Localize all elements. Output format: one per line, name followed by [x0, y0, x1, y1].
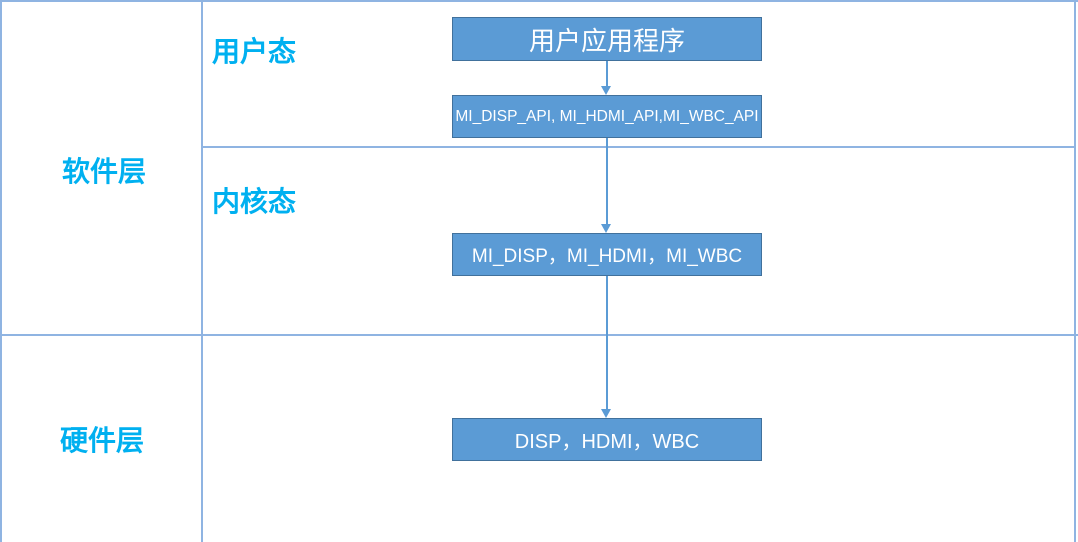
- arrow-userapp-to-api-shaft: [606, 61, 608, 87]
- user-api-node: MI_DISP_API, MI_HDMI_API,MI_WBC_API: [452, 95, 762, 138]
- table-border-top: [0, 0, 1078, 2]
- user-mode-label: 用户态: [212, 36, 297, 67]
- arrow-kernel-to-hardware-shaft: [606, 276, 608, 410]
- label-column-divider-line: [201, 0, 203, 542]
- kernel-modules-node: MI_DISP，MI_HDMI，MI_WBC: [452, 233, 762, 276]
- table-border-left: [0, 0, 2, 542]
- hardware-units-node: DISP，HDMI，WBC: [452, 418, 762, 461]
- software-layer-label: 软件层: [62, 156, 147, 187]
- user-kernel-divider-line: [202, 146, 1076, 148]
- hardware-layer-label: 硬件层: [60, 425, 145, 456]
- arrow-api-to-kernel-shaft: [606, 138, 608, 225]
- arrow-down-icon: [601, 409, 611, 418]
- kernel-mode-label: 内核态: [212, 186, 297, 217]
- user-application-node: 用户应用程序: [452, 17, 762, 61]
- table-border-right: [1074, 0, 1076, 542]
- arrow-down-icon: [601, 224, 611, 233]
- software-hardware-divider-line: [0, 334, 1078, 336]
- arrow-down-icon: [601, 86, 611, 95]
